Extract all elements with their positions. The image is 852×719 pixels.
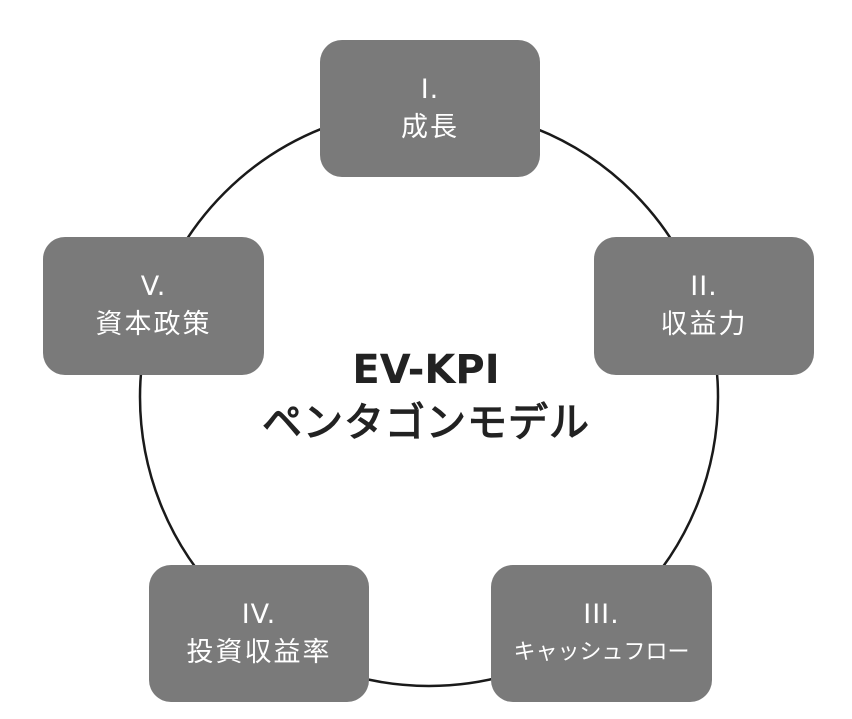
node-label: 資本政策 <box>95 309 212 340</box>
node-number: IV. <box>241 598 277 630</box>
node-label: 収益力 <box>660 309 748 340</box>
node-number: III. <box>583 598 620 630</box>
node-number: II. <box>690 271 718 302</box>
node-return-on-investment: IV. 投資収益率 <box>149 565 369 702</box>
node-number: V. <box>140 271 167 302</box>
node-label: 投資収益率 <box>186 636 332 668</box>
node-cash-flow: III. キャッシュフロー <box>491 565 712 702</box>
center-title: EV-KPI ペンタゴンモデル <box>226 345 626 451</box>
center-title-line2: ペンタゴンモデル <box>262 400 590 446</box>
node-label: 成長 <box>401 111 459 143</box>
node-growth: I. 成長 <box>320 40 540 177</box>
node-label: キャッシュフロー <box>513 639 690 665</box>
node-profitability: II. 収益力 <box>594 237 814 375</box>
center-title-line1: EV-KPI <box>352 347 500 393</box>
node-capital-policy: V. 資本政策 <box>43 237 264 375</box>
node-number: I. <box>420 73 440 105</box>
